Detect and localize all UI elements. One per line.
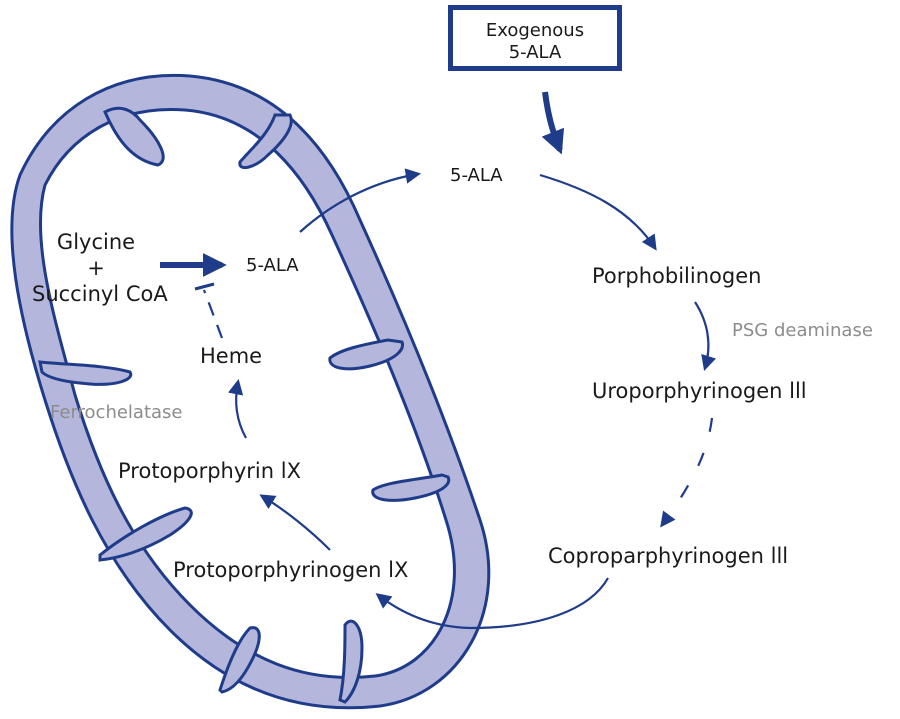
crista-2 — [238, 113, 293, 170]
crista-8 — [338, 619, 364, 704]
arrow-protogen-to-proto — [259, 494, 331, 551]
arrow-pbg-to-uro — [694, 301, 716, 371]
mitochondrion — [10, 73, 491, 710]
plus-label: + — [87, 256, 105, 280]
crista-6 — [98, 506, 193, 562]
glycine-label: Glycine — [56, 230, 136, 254]
cytosol-ala-label: 5-ALA — [450, 165, 503, 186]
crista-3 — [328, 338, 404, 371]
crista-7 — [218, 626, 261, 694]
ferrochelatase-label: Ferrochelatase — [50, 402, 183, 423]
exogenous-ala-label: Exogenous 5-ALA — [453, 20, 617, 64]
arrow-copro-to-protogen — [375, 577, 609, 630]
arrow-ala-to-pbg — [539, 173, 657, 251]
exogenous-line1: Exogenous — [485, 20, 585, 41]
heme-label: Heme — [200, 344, 263, 368]
crista-1 — [103, 106, 165, 167]
uroporphyrinogen-label: Uroporphyrinogen lll — [592, 379, 807, 403]
exogenous-line2: 5-ALA — [508, 42, 562, 63]
heme-inhibition-bar — [194, 282, 215, 291]
psg-deaminase-label: PSG deaminase — [732, 320, 873, 341]
protoporphyrin-label: Protoporphyrin lX — [118, 459, 301, 483]
arrow-uro-to-copro — [660, 417, 714, 528]
coproparphyrinogen-label: Coproparphyrinogen lll — [548, 544, 789, 568]
exogenous-ala-box: Exogenous 5-ALA — [448, 5, 622, 71]
mito-ala-label: 5-ALA — [246, 255, 299, 276]
arrow-exogenous-to-ala — [541, 91, 565, 155]
mitochondrion-matrix — [38, 107, 456, 679]
heme-inhibition-line — [202, 289, 224, 339]
pathway-arrows — [160, 91, 716, 630]
crista-4 — [38, 360, 133, 386]
porphobilinogen-label: Porphobilinogen — [592, 264, 762, 288]
arrow-proto-to-heme — [228, 378, 247, 439]
succinyl-coa-label: Succinyl CoA — [32, 282, 168, 306]
arrow-ala-export — [299, 168, 422, 233]
crista-5 — [371, 473, 451, 502]
protoporphyrinogen-label: Protoporphyrinogen lX — [173, 558, 409, 582]
